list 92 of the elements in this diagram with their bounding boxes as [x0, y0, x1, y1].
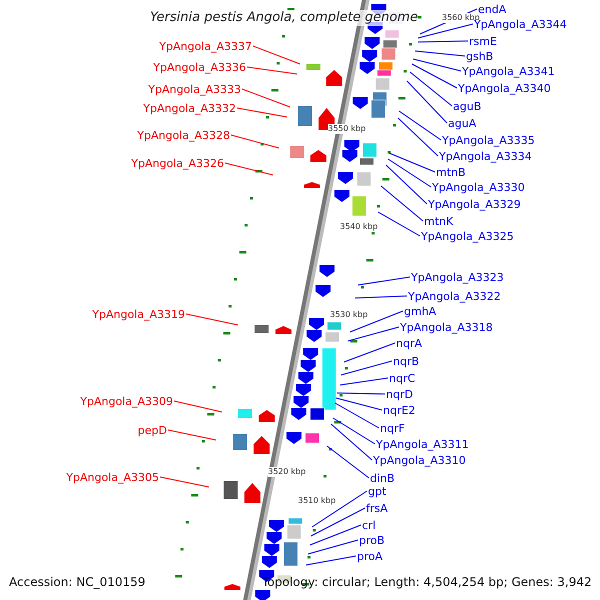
leader-line [330, 424, 372, 460]
leader-line [310, 508, 366, 536]
gene-label: gpt [368, 485, 386, 498]
gene-label: YpAngola_A3305 [66, 471, 159, 484]
leader-line [312, 490, 368, 528]
leader-line [224, 162, 274, 176]
scale-label: 3510 kbp [298, 496, 336, 506]
gene-label: YpAngola_A3334 [439, 150, 532, 163]
gene-label: rsmE [469, 35, 497, 48]
leader-line [332, 418, 376, 444]
gene-label: YpAngola_A3322 [408, 290, 501, 303]
topology-text: Topology: circular; Length: 4,504,254 bp; Genes: 3,942 [262, 575, 592, 590]
leader-line [414, 50, 466, 56]
gene-label: YpAngola_A3341 [462, 65, 555, 78]
leader-line [344, 342, 396, 362]
leader-line [160, 476, 210, 488]
leader-line [398, 118, 438, 156]
gene-label: YpAngola_A3311 [376, 438, 469, 451]
leader-line [354, 296, 408, 298]
leader-line [388, 152, 436, 172]
gene-label: nqrE2 [383, 404, 416, 417]
gene-label: endA [478, 3, 506, 16]
scale-label: 3520 kbp [268, 467, 306, 477]
gene-label: YpAngola_A3323 [411, 271, 504, 284]
scale-label: 3530 kbp [330, 310, 368, 320]
leader-line [348, 326, 400, 342]
accession-text: Accession: NC_010159 [9, 575, 146, 590]
gene-label: crl [362, 519, 376, 532]
gene-label: frsA [366, 502, 388, 515]
gene-label: pepD [138, 424, 167, 437]
gene-label: nqrC [389, 372, 416, 385]
gene-label: YpAngola_A3326 [131, 157, 224, 170]
scale-label: 3540 kbp [340, 222, 378, 232]
leader-line [336, 398, 382, 410]
leader-line [340, 360, 392, 376]
leader-line [242, 88, 290, 108]
leader-line [306, 556, 356, 566]
leader-line [410, 72, 452, 106]
gene-label: YpAngola_A3336 [153, 61, 246, 74]
leader-line [236, 108, 288, 118]
gene-label: YpAngola_A3310 [373, 454, 466, 467]
gene-label: YpAngola_A3330 [432, 181, 525, 194]
leader-line [412, 58, 462, 72]
leader-line [334, 402, 380, 428]
gene-label: mtnB [436, 166, 466, 179]
gene-label: nqrB [393, 355, 420, 368]
leader-line [386, 164, 428, 204]
leader-line [380, 186, 424, 222]
leader-line [406, 80, 448, 124]
leader-line [388, 158, 432, 188]
leader-line [412, 64, 458, 88]
gene-label: nqrA [396, 337, 422, 350]
leader-line [350, 310, 404, 332]
scale-label: 3550 kbp [328, 124, 366, 134]
leader-line [230, 134, 280, 148]
gene-label: YpAngola_A3337 [159, 40, 252, 53]
leader-line [336, 392, 386, 394]
leader-line [326, 446, 370, 478]
leader-line [186, 314, 238, 326]
leader-line [398, 110, 442, 140]
gene-label: YpAngola_A3329 [428, 198, 521, 211]
leader-line [174, 400, 222, 412]
leader-line [252, 46, 300, 64]
gene-label: YpAngola_A3332 [143, 102, 236, 115]
leader-line [378, 212, 420, 236]
gene-label: YpAngola_A3335 [442, 134, 535, 147]
gene-label: aguA [448, 117, 476, 130]
gene-label: dinB [370, 472, 395, 485]
gene-label: YpAngola_A3340 [458, 82, 551, 95]
title: Yersinia pestis Angola, complete genome [150, 10, 418, 26]
gene-label: gshB [466, 50, 494, 63]
leader-line [358, 276, 410, 286]
gene-label: YpAngola_A3333 [148, 83, 241, 96]
leader-line [246, 66, 298, 74]
gene-label: YpAngola_A3309 [80, 395, 173, 408]
gene-label: nqrD [386, 388, 413, 401]
leader-line [418, 40, 468, 42]
gene-label: YpAngola_A3325 [421, 230, 514, 243]
gene-label: YpAngola_A3319 [92, 308, 185, 321]
gene-label: YpAngola_A3318 [400, 321, 493, 334]
leader-line [418, 24, 474, 38]
gene-label: proB [359, 534, 385, 547]
gene-label: proA [357, 550, 383, 563]
leader-line [308, 540, 358, 554]
gene-label: aguB [453, 100, 482, 113]
gene-label: nqrF [380, 422, 405, 435]
leader-line [310, 524, 362, 546]
gene-label: YpAngola_A3328 [137, 129, 230, 142]
leader-line [168, 430, 216, 440]
leader-line [340, 378, 388, 386]
gene-label: gmhA [404, 305, 436, 318]
gene-label: mtnK [424, 215, 454, 228]
